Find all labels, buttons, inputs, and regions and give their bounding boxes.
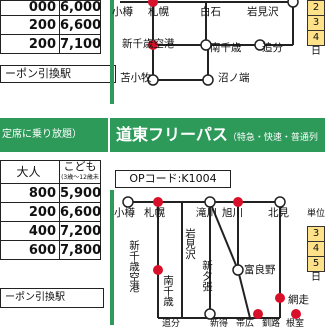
station-label: 岩見沢 xyxy=(184,228,196,260)
price-adult-cell: 200 xyxy=(0,34,60,54)
station-label: 小樽 xyxy=(114,207,135,219)
top-route-map xyxy=(120,0,299,86)
station-label: 南千歳 xyxy=(210,42,242,54)
op-code-box: OPコード:K1004 xyxy=(115,170,231,188)
station-marker-shinchitose xyxy=(153,265,163,275)
station-label: 追分 xyxy=(162,319,181,329)
day-tab[interactable]: 4日 xyxy=(307,241,325,268)
day-tab[interactable]: 5日 xyxy=(307,256,325,283)
station-label: 釧路 xyxy=(262,319,281,329)
green-divider xyxy=(110,0,114,104)
day-tab[interactable]: 2日 xyxy=(307,0,325,27)
price-adult-cell: 800 xyxy=(0,183,60,203)
station-label: 帯広 xyxy=(236,319,255,329)
station-marker xyxy=(122,196,134,208)
unit-label: 単位 xyxy=(307,209,325,219)
station-marker xyxy=(204,308,216,320)
station-marker xyxy=(202,74,214,86)
station-marker xyxy=(274,196,286,208)
price-section-header: 定席に乗り放題） xyxy=(0,118,108,152)
price-adult-cell: 600 xyxy=(0,240,60,260)
station-marker-sapporo xyxy=(148,0,158,7)
station-marker xyxy=(204,196,216,208)
price-child-cell: 6,000 xyxy=(59,0,102,16)
station-label: 苫小牧 xyxy=(120,72,152,84)
station-label: 新夕張 xyxy=(201,260,213,292)
price-child-cell: 7,800 xyxy=(59,240,101,260)
station-label: 北見 xyxy=(268,207,289,219)
day-tab[interactable]: 4日 xyxy=(307,30,325,57)
station-marker xyxy=(232,264,244,276)
station-marker-abashiri xyxy=(275,293,285,303)
price-adult-cell: 200 xyxy=(0,202,60,222)
price-adult-cell: 000 xyxy=(0,0,60,16)
station-marker xyxy=(147,74,159,86)
station-label: 新得 xyxy=(210,319,229,329)
station-label: 追分 xyxy=(262,42,283,54)
station-label: 札幌 xyxy=(148,6,169,18)
price-child-cell: 6,600 xyxy=(59,15,101,35)
price-adult-cell: 400 xyxy=(0,221,60,241)
station-marker xyxy=(254,39,266,51)
price-child-cell: 7,100 xyxy=(59,34,101,54)
day-tab[interactable]: 3日 xyxy=(307,226,325,253)
price-adult-cell: 200 xyxy=(0,15,60,35)
doto-route-map xyxy=(122,196,301,320)
coupon-exchange-banner: ーポン引換駅 xyxy=(0,65,116,83)
station-label: 滝川 xyxy=(196,207,217,219)
col-header-adult: 大人 xyxy=(0,160,60,184)
station-label: 札幌 xyxy=(144,207,165,219)
station-label: 小樽 xyxy=(112,6,133,18)
station-marker-asahikawa xyxy=(233,197,243,207)
station-marker-obihiro xyxy=(253,309,263,319)
green-divider xyxy=(110,190,114,325)
price-child-cell: 5,900 xyxy=(59,183,101,203)
price-child-cell: 6,600 xyxy=(59,202,101,222)
station-marker xyxy=(287,0,299,8)
station-label: 網走 xyxy=(288,294,309,306)
station-label: 沼ノ端 xyxy=(218,72,250,84)
station-label: 旭川 xyxy=(222,207,243,219)
price-child-cell: 7,200 xyxy=(59,221,101,241)
coupon-exchange-banner: ーポン引換駅 xyxy=(0,288,104,308)
station-label: 新千歳空港 xyxy=(128,240,140,293)
station-label: 新千歳空港 xyxy=(122,38,175,50)
station-label: 根室 xyxy=(286,319,305,329)
station-label: 南千歳 xyxy=(162,275,174,307)
station-label: 白石 xyxy=(200,6,221,18)
station-label: 富良野 xyxy=(244,264,276,276)
station-marker-kushiro xyxy=(291,309,301,319)
day-tab[interactable]: 3日 xyxy=(307,15,325,42)
doto-pass-header: 道東フリーパス（特急・快速・普通列 xyxy=(110,118,325,152)
station-marker-shinchitose xyxy=(148,40,158,50)
station-marker xyxy=(200,39,212,51)
station-label: 岩見沢 xyxy=(247,6,279,18)
station-marker-sapporo xyxy=(153,197,163,207)
col-header-child: こども (3歳〜12歳未満) xyxy=(59,160,101,192)
